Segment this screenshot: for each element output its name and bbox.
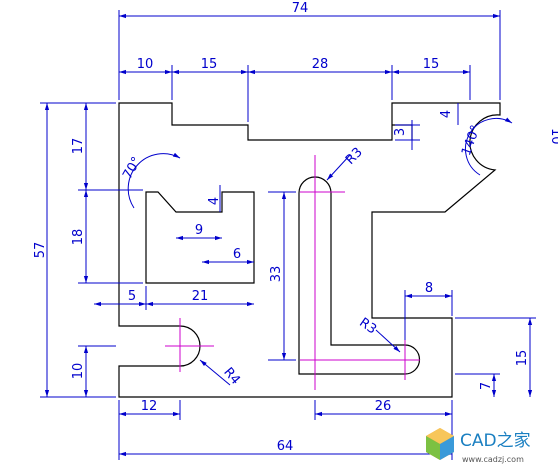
dimension-labels: 74 10 15 28 15 4 3 140° 10 57 17 18 70° … bbox=[33, 1, 558, 454]
dim-26: 26 bbox=[375, 399, 392, 414]
dim-15-right: 15 bbox=[423, 57, 440, 72]
logo-title: CAD之家 bbox=[460, 431, 531, 451]
outer-profile bbox=[118, 102, 501, 398]
dim-6: 6 bbox=[233, 247, 241, 262]
dim-18: 18 bbox=[71, 229, 86, 246]
part-outline bbox=[118, 102, 501, 398]
dim-r3-bottom: R3 bbox=[356, 315, 379, 337]
dim-4-top: 4 bbox=[439, 110, 454, 118]
dim-r3-top: R3 bbox=[343, 145, 366, 168]
dim-4-left: 4 bbox=[207, 197, 222, 205]
cadzj-logo: CAD之家 www.cadzj.com bbox=[426, 428, 531, 464]
dim-70-deg: 70° bbox=[120, 155, 145, 182]
dim-15-left: 15 bbox=[201, 57, 218, 72]
dim-10-top: 10 bbox=[137, 57, 154, 72]
left-pocket bbox=[145, 191, 255, 284]
dim-10-right: 10 bbox=[548, 128, 558, 145]
dim-74: 74 bbox=[292, 1, 309, 16]
dim-7: 7 bbox=[479, 382, 494, 390]
dimension-lines bbox=[40, 10, 536, 460]
dim-3: 3 bbox=[393, 128, 408, 136]
inner-slot bbox=[298, 176, 421, 375]
dim-12: 12 bbox=[141, 399, 158, 414]
dim-17: 17 bbox=[71, 138, 86, 155]
logo-url: www.cadzj.com bbox=[462, 455, 524, 464]
dim-21: 21 bbox=[192, 289, 209, 304]
dim-9: 9 bbox=[195, 223, 203, 238]
dim-57: 57 bbox=[33, 242, 48, 259]
dim-140-deg: 140° bbox=[459, 123, 484, 158]
dim-5: 5 bbox=[128, 289, 136, 304]
dim-r4: R4 bbox=[220, 365, 243, 388]
dim-15-bottom: 15 bbox=[515, 350, 530, 367]
logo-cube-icon bbox=[426, 428, 454, 460]
center-lines bbox=[165, 155, 420, 390]
dim-33: 33 bbox=[269, 266, 284, 283]
dim-8: 8 bbox=[425, 281, 433, 296]
dim-28: 28 bbox=[312, 57, 329, 72]
dim-10-left: 10 bbox=[71, 363, 86, 380]
dim-64: 64 bbox=[277, 439, 294, 454]
